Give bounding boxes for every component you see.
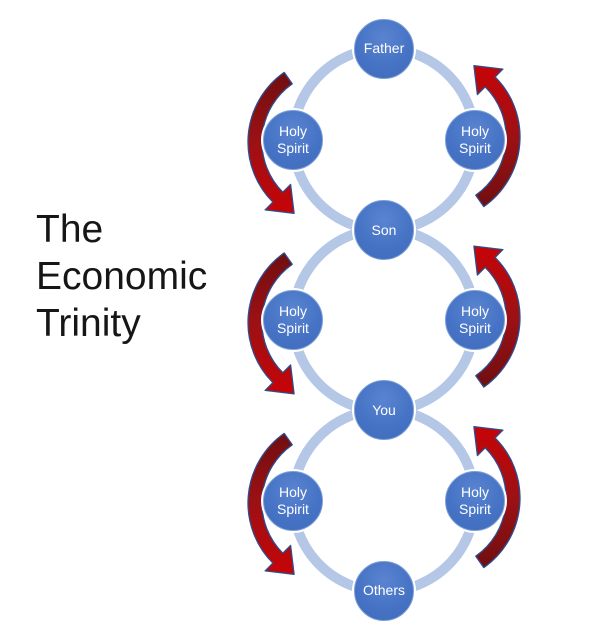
node-label: Holy Spirit [459,483,491,517]
node-holy-spirit-ring-1-left: Holy Spirit [263,109,323,170]
node-holy-spirit-ring-2-left: Holy Spirit [263,290,323,350]
node-you: You [354,380,414,440]
node-son: Son [354,200,414,260]
diagram-title: The Economic Trinity [36,208,208,345]
node-label: You [372,401,396,418]
node-label: Others [362,582,405,599]
node-label: Holy Spirit [459,303,491,336]
node-label: Holy Spirit [459,122,491,156]
node-father: Father [354,18,414,79]
node-label: Father [363,40,405,57]
node-label: Holy Spirit [277,303,309,336]
node-label: Son [371,221,397,238]
node-holy-spirit-ring-1-right: Holy Spirit [445,109,505,170]
node-holy-spirit-ring-3-right: Holy Spirit [445,470,505,531]
node-others: Others [354,560,414,621]
node-holy-spirit-ring-3-left: Holy Spirit [263,470,323,531]
node-label: Holy Spirit [277,483,309,517]
node-holy-spirit-ring-2-right: Holy Spirit [445,290,505,350]
node-label: Holy Spirit [277,122,309,156]
